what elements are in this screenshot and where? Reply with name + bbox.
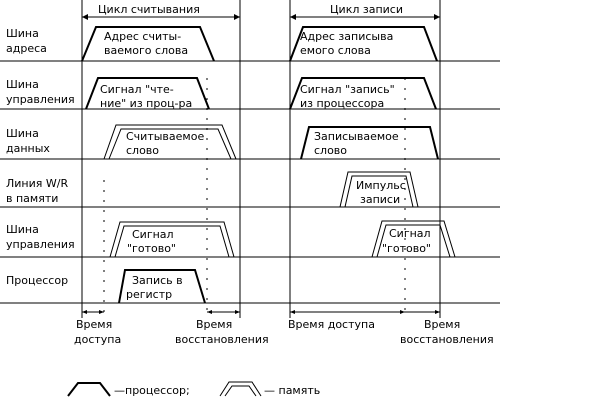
- row-label-data-1: Шина: [6, 127, 39, 140]
- baselines: [0, 60, 500, 304]
- ready-read-text-2: "готово": [127, 242, 176, 255]
- ready-read-pulse: [109, 221, 235, 258]
- access-write-text: Время доступа: [288, 318, 375, 331]
- data-write-text-1: Записываемое: [314, 130, 399, 143]
- address-write-text-2: емого слова: [300, 44, 371, 57]
- recovery-read-text-1: Время: [196, 318, 232, 331]
- row-labels: Шина адреса Шина управления Шина данных …: [6, 27, 75, 287]
- read-cycle-bracket: Цикл считывания: [81, 0, 241, 22]
- address-write-pulse: [289, 26, 438, 62]
- row-label-wr-1: Линия W/R: [6, 177, 68, 190]
- control-write-text-2: из процессора: [300, 97, 384, 110]
- row-label-wr-2: в памяти: [6, 192, 58, 205]
- reference-lines: [81, 22, 441, 318]
- data-read-text-1: Считываемое: [126, 130, 204, 143]
- cpu-write-text-1: Запись в: [132, 274, 183, 287]
- data-read-text-2: слово: [126, 144, 159, 157]
- address-write-text-1: Адрес записыва: [300, 30, 393, 43]
- legend-processor-text: —процессор;: [114, 384, 190, 397]
- row-label-ready-1: Шина: [6, 223, 39, 236]
- data-write-pulse: [300, 126, 439, 160]
- write-cycle-label: Цикл записи: [330, 3, 403, 16]
- control-read-text-2: ние" из проц-ра: [100, 97, 192, 110]
- access-read-text-1: Время: [76, 318, 112, 331]
- address-read-text-1: Адрес считы-: [104, 30, 181, 43]
- legend-memory-symbol: [219, 381, 262, 397]
- recovery-read-text-2: восстановления: [175, 333, 269, 346]
- row-label-address-1: Шина: [6, 27, 39, 40]
- data-read-pulse: [103, 124, 237, 160]
- row-label-control-2: управления: [6, 93, 75, 106]
- access-read-text-2: доступа: [74, 333, 121, 346]
- control-write-text-1: Сигнал "запись": [300, 83, 395, 96]
- row-label-data-2: данных: [6, 142, 50, 155]
- time-markers: [82, 310, 440, 314]
- ready-write-text-2: "готово": [382, 242, 431, 255]
- write-pulse-text-1: Импульс: [356, 179, 406, 192]
- row-label-control-1: Шина: [6, 78, 39, 91]
- cpu-write-text-2: регистр: [126, 288, 172, 301]
- write-cycle-bracket: Цикл записи: [289, 0, 441, 22]
- data-write-text-2: слово: [314, 144, 347, 157]
- address-read-text-2: ваемого слова: [104, 44, 188, 57]
- write-pulse: [339, 171, 419, 208]
- legend-processor-symbol: [67, 382, 111, 397]
- legend-memory-text: — память: [264, 384, 320, 397]
- row-label-address-2: адреса: [6, 42, 47, 55]
- read-cycle-label: Цикл считывания: [98, 3, 200, 16]
- legend: —процессор; — память: [67, 381, 320, 397]
- address-read-pulse: [81, 26, 215, 62]
- row-label-cpu: Процессор: [6, 274, 68, 287]
- recovery-write-text-1: Время: [424, 318, 460, 331]
- write-pulse-text-2: записи: [360, 193, 400, 206]
- control-write-pulse: [289, 77, 437, 110]
- cpu-write-pulse: [118, 269, 206, 304]
- ready-write-pulse: [371, 220, 456, 258]
- recovery-write-text-2: восстановления: [400, 333, 494, 346]
- control-read-text-1: Сигнал "чте-: [100, 83, 174, 96]
- ready-read-text-1: Сигнал: [132, 228, 174, 241]
- ready-write-text-1: Сигнал: [389, 227, 431, 240]
- row-label-ready-2: управления: [6, 238, 75, 251]
- control-read-pulse: [85, 77, 210, 110]
